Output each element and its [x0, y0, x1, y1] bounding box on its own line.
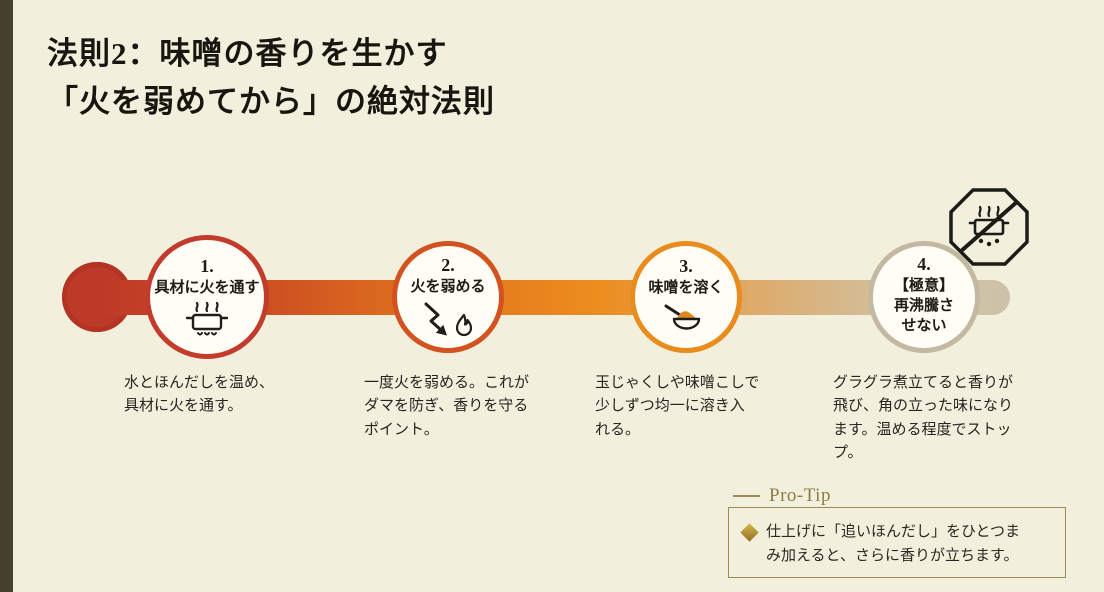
step-3-number: 3.: [679, 255, 693, 276]
protip-box: Pro-Tip 仕上げに「追いほんだし」をひとつま み加えると、さらに香りが立ち…: [728, 485, 1066, 578]
protip-title: Pro-Tip: [733, 485, 831, 507]
step-3-circle: 3. 味噌を溶く: [630, 241, 742, 353]
protip-body: 仕上げに「追いほんだし」をひとつま み加えると、さらに香りが立ちます。: [729, 508, 1065, 568]
left-accent-bar: [0, 0, 13, 592]
no-reboil-sign: [947, 186, 1031, 273]
step-1-number: 1.: [200, 255, 214, 276]
pot-steam-icon: [185, 302, 229, 336]
lower-heat-arrow-flame-icon: [424, 302, 473, 337]
protip-text: 仕上げに「追いほんだし」をひとつま み加えると、さらに香りが立ちます。: [766, 523, 1020, 564]
no-reboil-sign-icon: [949, 188, 1029, 266]
ladle-miso-icon: [664, 304, 701, 330]
title-line-2: 「火を弱めてから」の絶対法則: [47, 84, 495, 120]
protip-title-dash: [733, 495, 760, 497]
step-4-circle: 4. 【極意】 再沸騰さ せない: [868, 241, 980, 353]
step-4-number: 4.: [917, 253, 931, 274]
step-2-label: 火を弱める: [410, 277, 486, 295]
title-line-1: 法則2：味噌の香りを生かす: [47, 36, 448, 71]
step-4-label: 【極意】 再沸騰さ せない: [893, 276, 954, 335]
step-3-label: 味噌を溶く: [648, 278, 724, 296]
step-1-description: 水とほんだしを温め、 具材に火を通す。: [124, 374, 275, 415]
step-1-label: 具材に火を通す: [154, 278, 260, 296]
step-2-description: 一度火を弱める。これが ダマを防ぎ、香りを守る ポイント。: [364, 374, 530, 438]
page-title: 法則2：味噌の香りを生かす 「火を弱めてから」の絶対法則: [47, 30, 495, 126]
step-4-description: グラグラ煮立てると香りが 飛び、角の立った味になり ます。温める程度でストッ プ…: [833, 374, 1014, 461]
diamond-bullet-icon: [740, 523, 759, 542]
step-2-circle: 2. 火を弱める: [392, 241, 504, 353]
step-2-number: 2.: [441, 254, 455, 275]
step-3-description: 玉じゃくしや味噌こしで 少しずつ均一に溶き入 れる。: [595, 374, 760, 438]
step-1-circle: 1. 具材に火を通す: [145, 235, 269, 359]
protip-title-text: Pro-Tip: [769, 485, 831, 506]
